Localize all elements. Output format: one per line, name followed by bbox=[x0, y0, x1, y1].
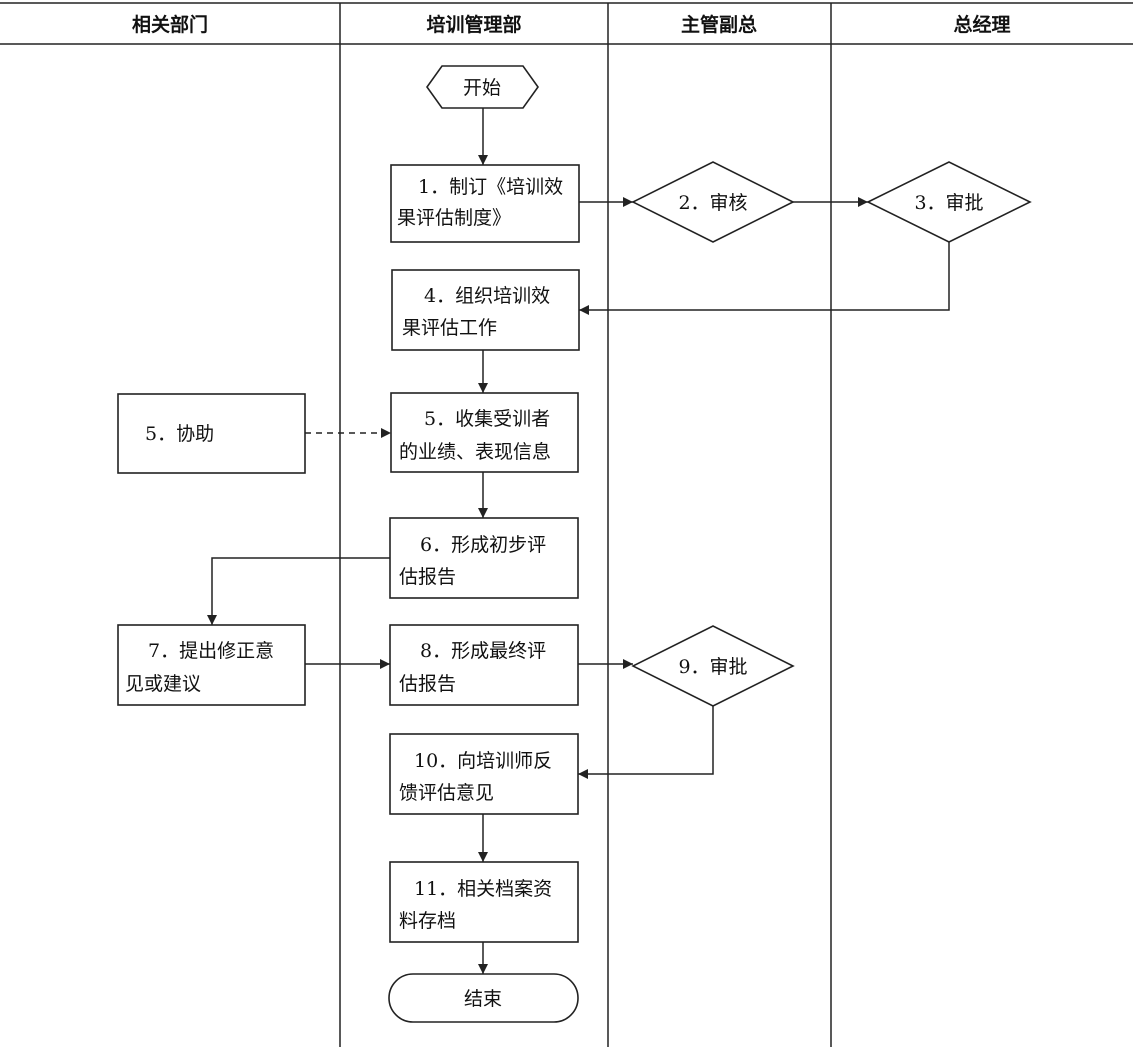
arrow-9-to-10 bbox=[578, 706, 714, 779]
node-3-label: 3．审批 bbox=[914, 192, 983, 214]
flow-shapes bbox=[117, 65, 1032, 1023]
lane-headers: 相关部门 培训管理部 主管副总 总经理 bbox=[132, 13, 1011, 36]
node-7-label-line1: 7．提出修正意 bbox=[148, 640, 274, 662]
start-terminator bbox=[426, 65, 539, 109]
node-5b-label-line1: 5．收集受训者 bbox=[424, 408, 550, 430]
node-5b-label-line2: 的业绩、表现信息 bbox=[399, 441, 551, 463]
flow-labels: 开始 1．制订《培训效 果评估制度》 2．审核 3．审批 4．组织培训效 果评估… bbox=[125, 77, 984, 1010]
node-11-label-line2: 料存档 bbox=[399, 910, 456, 932]
node-7-label-line2: 见或建议 bbox=[125, 673, 201, 695]
node-1-box bbox=[390, 164, 580, 243]
node-1-label-line2: 果评估制度》 bbox=[397, 207, 511, 229]
node-5a-box bbox=[117, 393, 306, 474]
node-8-label-line1: 8．形成最终评 bbox=[420, 640, 546, 662]
end-label: 结束 bbox=[464, 988, 502, 1010]
flow-connectors bbox=[207, 108, 950, 974]
node-4-label-line1: 4．组织培训效 bbox=[424, 285, 550, 307]
node-8-box bbox=[389, 624, 579, 706]
node-4-label-line2: 果评估工作 bbox=[402, 317, 497, 339]
node-9-diamond bbox=[631, 625, 795, 707]
node-5a-label: 5．协助 bbox=[145, 423, 214, 445]
node-3-diamond bbox=[866, 161, 1032, 243]
node-6-label-line2: 估报告 bbox=[399, 566, 456, 588]
node-8-label-line2: 估报告 bbox=[399, 673, 456, 695]
node-2-label: 2．审核 bbox=[678, 192, 747, 214]
node-9-label: 9．审批 bbox=[678, 656, 747, 678]
node-5b-box bbox=[390, 392, 579, 473]
lane-header-general-manager: 总经理 bbox=[953, 13, 1010, 36]
arrow-3-to-4 bbox=[579, 242, 950, 315]
node-1-label-line1: 1．制订《培训效 bbox=[418, 176, 563, 198]
node-11-label-line1: 11．相关档案资 bbox=[414, 878, 552, 900]
lane-header-vice-president: 主管副总 bbox=[681, 13, 757, 36]
lane-header-training-dept: 培训管理部 bbox=[426, 13, 521, 36]
arrow-6-to-7 bbox=[207, 557, 390, 625]
start-label: 开始 bbox=[463, 77, 501, 99]
node-11-box bbox=[389, 861, 579, 943]
node-10-label-line1: 10．向培训师反 bbox=[414, 750, 552, 772]
node-6-label-line1: 6．形成初步评 bbox=[420, 534, 546, 556]
node-7-box bbox=[117, 624, 306, 706]
lane-header-related-dept: 相关部门 bbox=[132, 13, 208, 36]
node-4-box bbox=[391, 269, 580, 351]
node-10-label-line2: 馈评估意见 bbox=[399, 782, 494, 804]
